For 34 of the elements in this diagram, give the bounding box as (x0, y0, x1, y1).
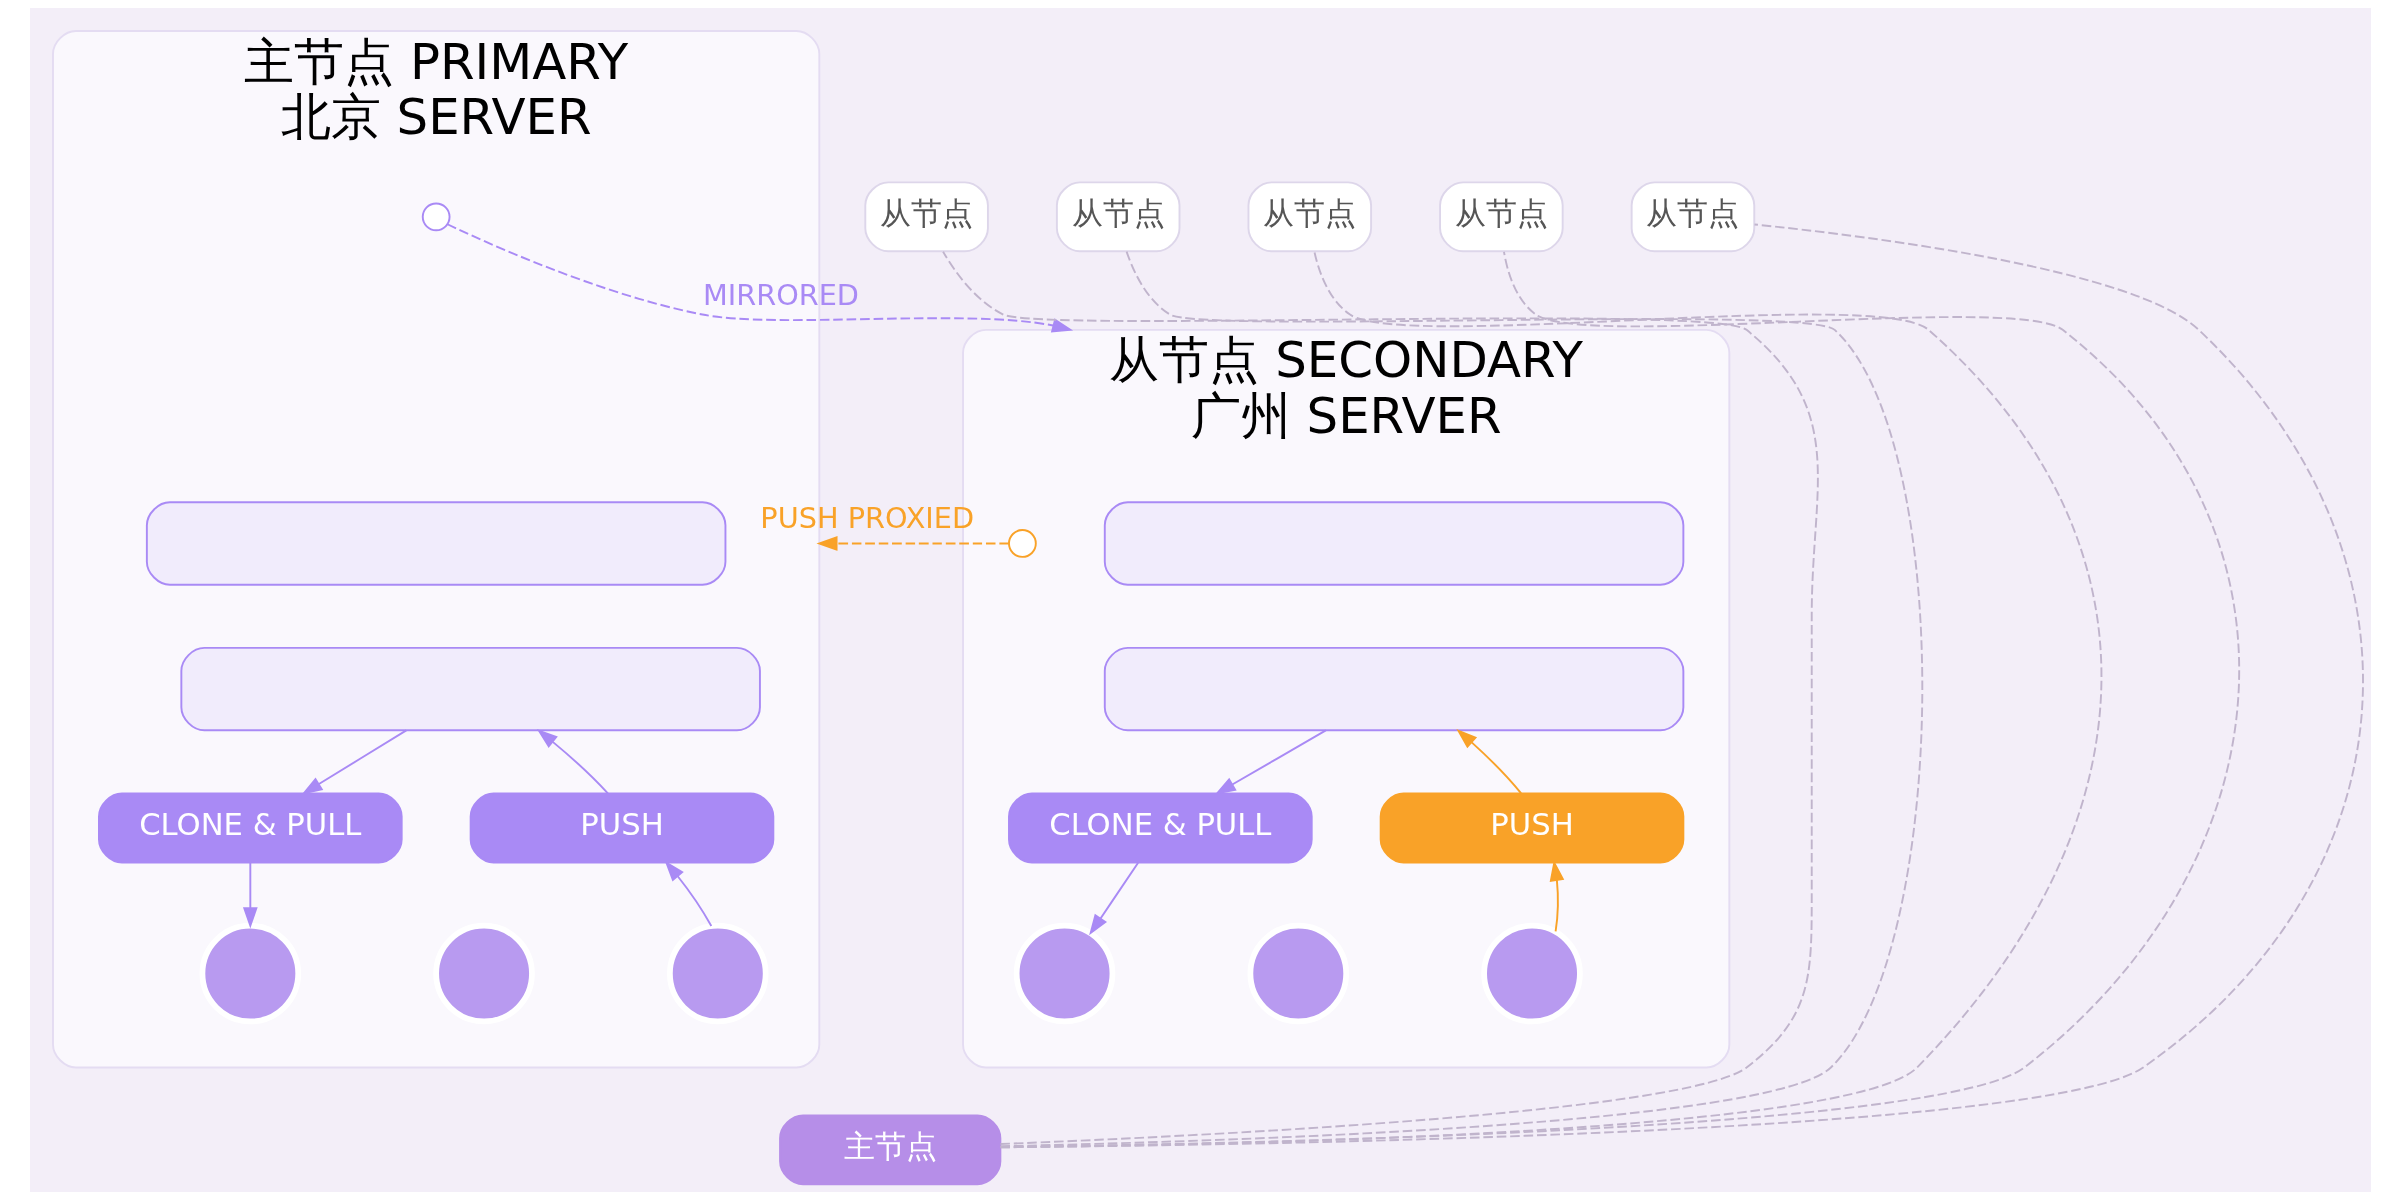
edge-label: MIRRORED (702, 277, 859, 312)
node-box (1103, 501, 1684, 586)
node-box: 从节点 (1438, 181, 1564, 253)
node-box: PUSH (1379, 792, 1684, 864)
arrow (1214, 729, 1327, 795)
connector (999, 250, 1923, 1148)
node-circle (432, 922, 535, 1025)
node-box: CLONE & PULL (97, 792, 403, 864)
node-box: 从节点 (1630, 181, 1755, 253)
node-box: 从节点 (1055, 181, 1180, 253)
node-box: 从节点 (863, 181, 989, 253)
node-circle (666, 922, 769, 1025)
node-circle (1013, 922, 1115, 1025)
node-box: CLONE & PULL (1007, 792, 1313, 864)
node-circle (199, 922, 301, 1025)
arrow (242, 861, 258, 929)
node-box (145, 501, 726, 586)
connector (941, 250, 1819, 1145)
node-circle (421, 202, 451, 232)
arrow (664, 860, 712, 928)
node-box: PUSH (469, 792, 774, 864)
node-circle (1480, 922, 1583, 1025)
node-box (1103, 646, 1684, 732)
node-box: 主节点 (778, 1114, 1001, 1186)
arrow (1088, 861, 1139, 936)
node-box (179, 646, 761, 732)
arrow (536, 728, 609, 795)
node-circle (1007, 529, 1037, 558)
arrow (300, 729, 407, 795)
arrow (446, 223, 1073, 333)
arrow (815, 536, 1010, 551)
node-circle (1247, 922, 1349, 1025)
arrow (1455, 728, 1522, 795)
node-box: 从节点 (1247, 181, 1372, 253)
